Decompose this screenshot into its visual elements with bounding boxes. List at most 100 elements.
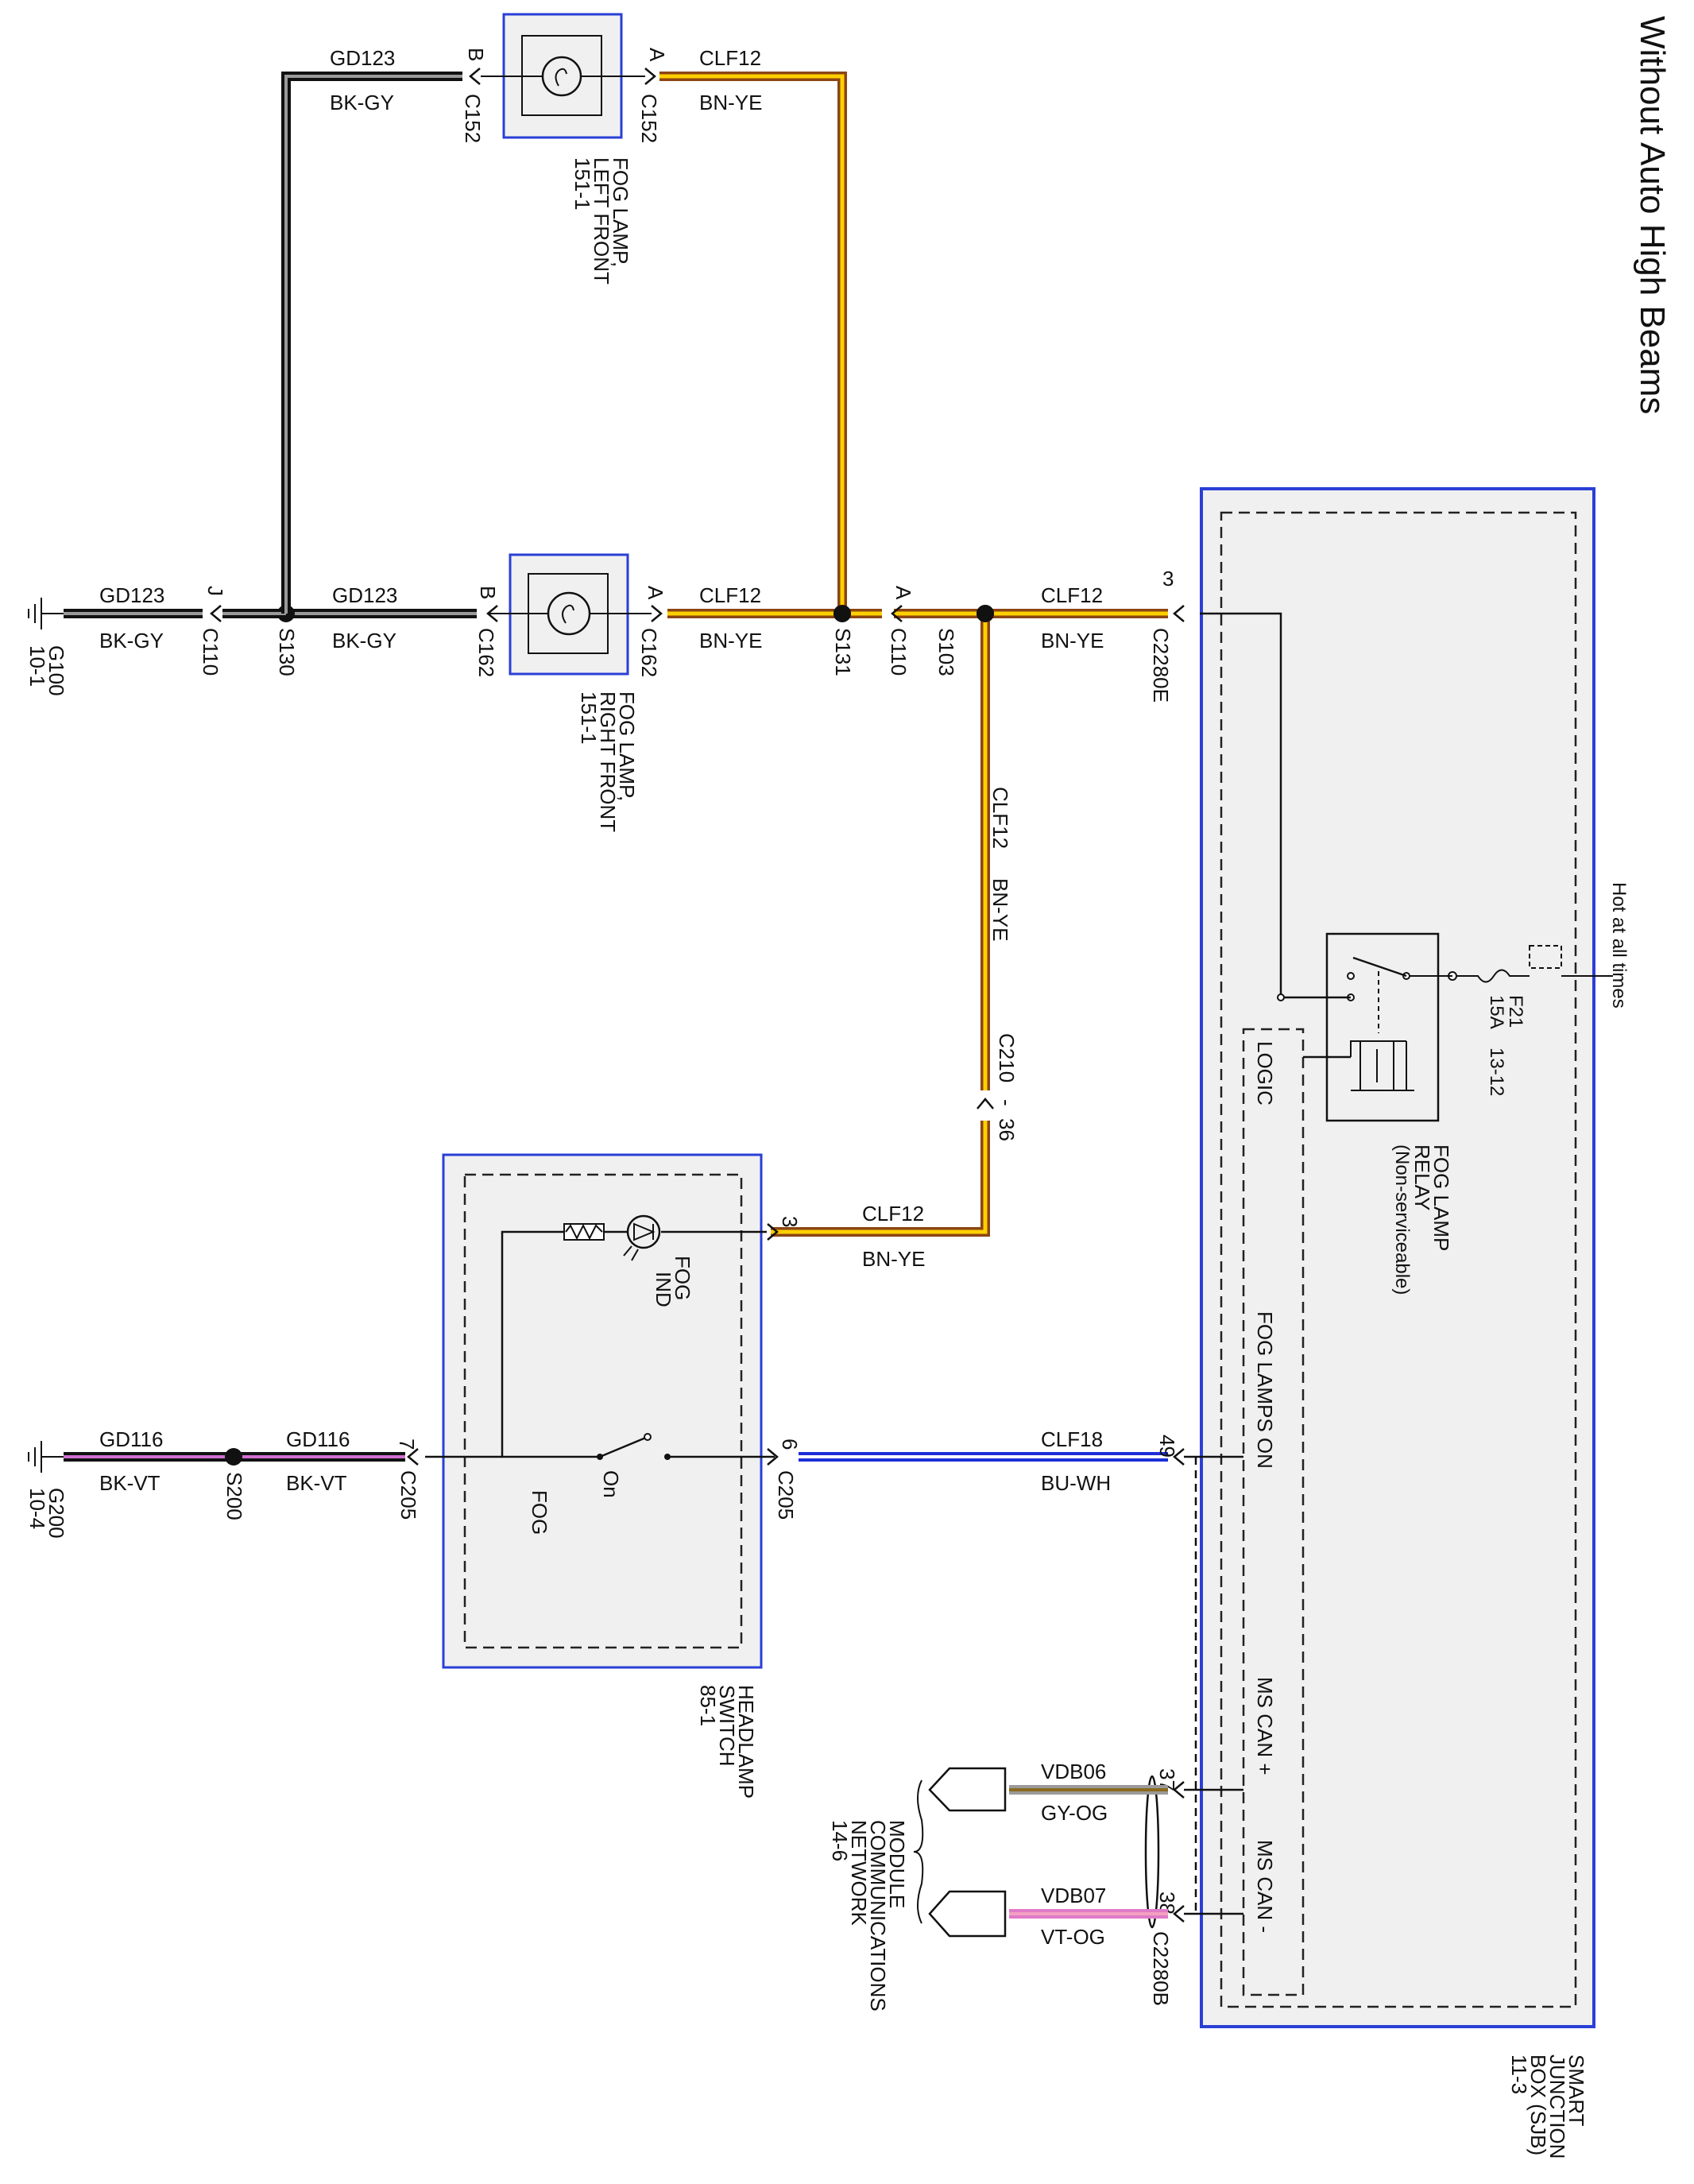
- wire-clf12-label-b: CLF12: [699, 583, 761, 607]
- sjb-dashed-box: [1220, 511, 1577, 2008]
- fuse-symbol: [1454, 969, 1530, 983]
- c110-j-connector: [210, 605, 222, 622]
- wire-bkgy-label-c: BK-GY: [99, 629, 164, 652]
- splice-s200-label: S200: [222, 1472, 246, 1520]
- relay-switch-arm: [1352, 956, 1407, 978]
- hs-pin7-terminal: [407, 1448, 419, 1466]
- c152-a-label: C152: [637, 94, 661, 143]
- c110-pin-j: J: [203, 586, 227, 596]
- hot-at-all-times: Hot at all times: [1608, 882, 1630, 1009]
- can-plus-flag: [928, 1767, 1007, 1812]
- hs-pin6-terminal: [767, 1448, 779, 1466]
- sjb-pin49-terminal: [1173, 1448, 1185, 1466]
- fuse-f21-label: F21: [1505, 995, 1526, 1028]
- wire-clf12-label-top: CLF12: [699, 46, 761, 70]
- fog-lamp-rf-ref: 151-1: [577, 691, 601, 745]
- sjb-logic-label: LOGIC: [1253, 1041, 1277, 1106]
- fog-lamp-lf-name: FOG LAMP,: [609, 157, 632, 267]
- wire-gd116-label-b: GD116: [99, 1427, 163, 1451]
- can-minus-flag: [928, 1890, 1007, 1938]
- wire-gyog-label: GY-OG: [1041, 1801, 1108, 1825]
- wire-vdb06-label: VDB06: [1041, 1760, 1106, 1783]
- relay-name-label: FOG LAMP: [1429, 1144, 1453, 1251]
- sjb-pin38-terminal: [1173, 1905, 1185, 1923]
- fog-lamp-relay: [1325, 932, 1440, 1122]
- fog-switch-arm: [599, 1435, 648, 1458]
- fog-lamp-lf-line2: LEFT FRONT: [590, 157, 613, 285]
- wire-bkvt-label-b: BK-VT: [99, 1471, 161, 1495]
- sjb-pin37-terminal: [1173, 1781, 1185, 1799]
- page-title: Without Auto High Beams: [1633, 16, 1672, 414]
- c110-pin-a: A: [891, 586, 915, 600]
- sjb-fog-lamps-on-label: FOG LAMPS ON: [1253, 1311, 1277, 1469]
- wire-bnye-label-v: BN-YE: [988, 878, 1012, 941]
- wire-clf12-vertical: [771, 614, 990, 1237]
- fog-lamp-lf-ref: 151-1: [570, 157, 594, 211]
- ground-g100-symbol: [28, 598, 64, 629]
- c152-pin-b: B: [464, 48, 488, 61]
- ground-g100-ref: 10-1: [25, 645, 49, 687]
- hs-c205-label-7: C205: [396, 1470, 420, 1520]
- sjb-ms-can-plus-label: MS CAN +: [1253, 1677, 1277, 1775]
- wire-bkgy-label-a: BK-GY: [332, 629, 396, 652]
- wire-gd123-label-top: GD123: [330, 46, 395, 70]
- headlamp-name: HEADLAMP: [734, 1685, 758, 1799]
- sjb-logic-box: [1242, 1028, 1305, 1996]
- hs-pin-3: 3: [778, 1216, 802, 1227]
- c110-j-label: C110: [199, 628, 222, 676]
- ground-g100-label: G100: [44, 645, 68, 696]
- relay-to-pin3-wire: [1200, 612, 1351, 999]
- switch-on-label: On: [599, 1470, 623, 1498]
- splice-s131-label: S131: [831, 628, 855, 676]
- hs-internal-wire: [501, 1230, 600, 1458]
- relay-line2-label: RELAY: [1410, 1144, 1434, 1210]
- wire-clf12-label-v: CLF12: [988, 787, 1012, 849]
- ground-g200-ref: 10-4: [25, 1488, 49, 1529]
- conn-c2280e: C2280E: [1149, 628, 1173, 703]
- wire-bnye-label-a: BN-YE: [1041, 629, 1104, 652]
- wire-bnye-label-b: BN-YE: [699, 629, 762, 652]
- c152-a-connector: [644, 68, 656, 85]
- headlamp-line2: SWITCH: [715, 1685, 739, 1767]
- wire-gd116-label-a: GD116: [286, 1427, 350, 1451]
- wire-vdb07-label: VDB07: [1041, 1884, 1106, 1907]
- wire-gd123-vertical: [281, 72, 462, 614]
- sjb-pin-49: 49: [1155, 1435, 1179, 1458]
- sjb-title: SMART: [1564, 2054, 1588, 2127]
- fog-ind-label: FOG: [671, 1256, 694, 1300]
- c162-pin-a: A: [644, 586, 667, 600]
- wire-bkgy-label-top: BK-GY: [330, 91, 394, 114]
- fog-ind-label2: IND: [652, 1272, 675, 1307]
- c162-pin-b: B: [476, 586, 500, 599]
- c210-connector: [977, 1098, 994, 1109]
- mcn-line2: COMMUNICATIONS: [866, 1820, 890, 2012]
- splice-s200: [225, 1448, 242, 1466]
- headlamp-switch-box: [442, 1153, 763, 1669]
- wire-buwh-label: BU-WH: [1041, 1471, 1111, 1495]
- wire-bnye-label-top: BN-YE: [699, 91, 762, 114]
- c210-label: C210: [995, 1033, 1019, 1082]
- wire-clf12-label-a: CLF12: [1041, 583, 1103, 607]
- sjb-ref: 11-3: [1507, 2054, 1531, 2094]
- hs-pin3-terminal: [767, 1223, 779, 1241]
- hot-bus: [1529, 945, 1562, 969]
- switch-fog-label: FOG: [528, 1490, 551, 1535]
- wire-bnye-label-hs: BN-YE: [862, 1247, 925, 1271]
- fog-lamp-rf-line2: RIGHT FRONT: [596, 691, 620, 832]
- c152-b-label: C152: [461, 94, 485, 143]
- sjb-title-3: BOX (SJB): [1526, 2054, 1550, 2155]
- fuse-ref-label: 13-12: [1486, 1047, 1507, 1096]
- relay-note-label: (Non-serviceable): [1391, 1144, 1413, 1295]
- headlamp-ref: 85-1: [696, 1685, 720, 1726]
- sjb-title-2: JUNCTION: [1545, 2054, 1569, 2159]
- pin3-terminal: [1173, 605, 1185, 622]
- sjb-pin-3: 3: [1162, 567, 1174, 591]
- wire-vtog-label: VT-OG: [1041, 1925, 1105, 1949]
- mcn-brace: [913, 1779, 924, 1924]
- sjb-outer-box: [1200, 487, 1595, 2028]
- ground-g200-symbol: [28, 1441, 64, 1473]
- twisted-pair-marker: [1144, 1775, 1160, 1929]
- c210-dash: -: [995, 1099, 1019, 1106]
- wire-gd123-label-c: GD123: [99, 583, 164, 607]
